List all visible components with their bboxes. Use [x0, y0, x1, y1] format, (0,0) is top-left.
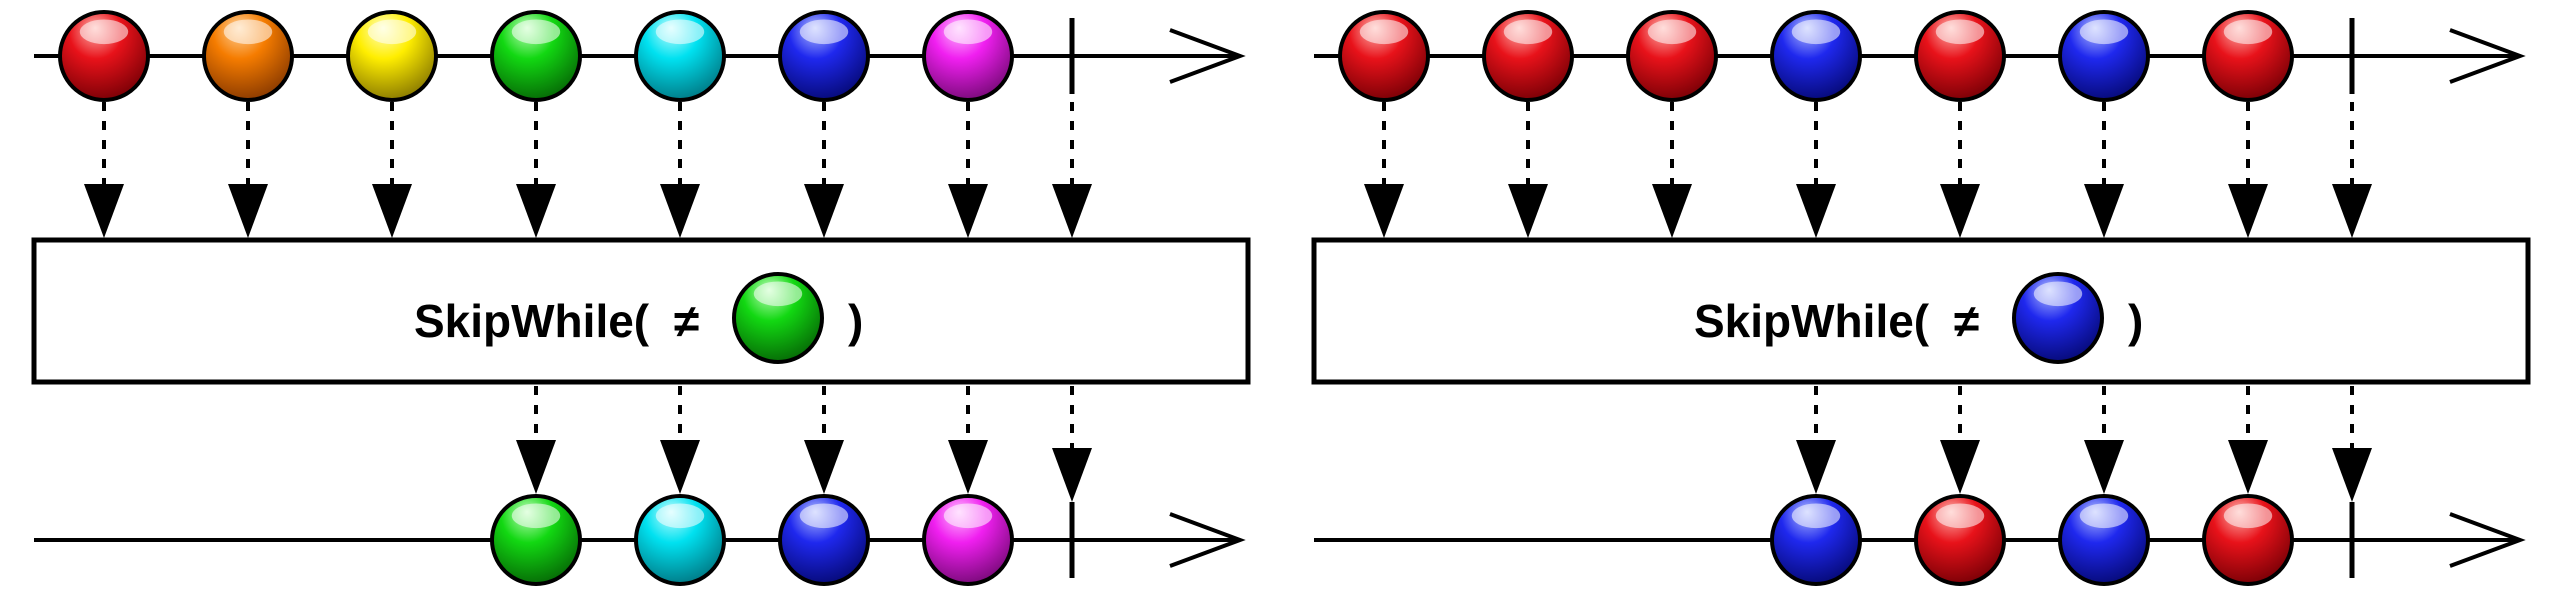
output-arrows — [1796, 386, 2372, 502]
not-equal-symbol: ≠ — [1954, 295, 1979, 347]
output-arrow — [2228, 386, 2268, 494]
output-arrow — [804, 386, 844, 494]
input-arrow — [1364, 102, 1404, 238]
red-marble — [2202, 10, 2294, 102]
output-arrow — [948, 386, 988, 494]
input-arrow — [1796, 102, 1836, 238]
yellow-marble — [346, 10, 438, 102]
input-arrow — [84, 102, 124, 238]
result-timeline-arrowhead — [2449, 512, 2526, 568]
operator-marble — [2012, 272, 2104, 364]
input-arrow — [1508, 102, 1548, 238]
input-arrow — [516, 102, 556, 238]
operator-label: SkipWhile( — [1694, 295, 1930, 347]
output-arrow — [516, 386, 556, 494]
input-arrow — [948, 102, 988, 238]
completion-arrow — [1052, 386, 1092, 502]
operator-box — [1311, 237, 2531, 385]
orange-marble — [202, 10, 294, 102]
input-arrow — [372, 102, 412, 238]
output-arrows — [516, 386, 1092, 502]
source-timeline-arrowhead — [1169, 28, 1246, 84]
red-marble — [1914, 10, 2006, 102]
red-marble — [2202, 494, 2294, 586]
operator-box — [31, 237, 1251, 385]
output-arrow — [1796, 386, 1836, 494]
green-marble — [732, 272, 824, 364]
input-arrow — [228, 102, 268, 238]
cyan-marble — [634, 494, 726, 586]
blue-marble — [778, 494, 870, 586]
blue-marble — [2058, 494, 2150, 586]
input-arrow — [660, 102, 700, 238]
output-arrow — [660, 386, 700, 494]
red-marble — [1338, 10, 1430, 102]
operator-close-paren: ) — [2128, 295, 2143, 347]
source-timeline-arrowhead — [2449, 28, 2526, 84]
skipwhile-panel-green: SkipWhile( ≠ ) — [31, 10, 1251, 586]
source-marbles — [58, 10, 1014, 102]
red-marble — [1626, 10, 1718, 102]
operator-label: SkipWhile( — [414, 295, 650, 347]
input-arrows — [84, 102, 1092, 238]
red-marble — [1914, 494, 2006, 586]
magenta-marble — [922, 10, 1014, 102]
magenta-marble — [922, 494, 1014, 586]
blue-marble — [1770, 494, 1862, 586]
operator-close-paren: ) — [848, 295, 863, 347]
green-marble — [490, 494, 582, 586]
input-arrows — [1364, 102, 2372, 238]
red-marble — [58, 10, 150, 102]
output-arrow — [2084, 386, 2124, 494]
result-marbles — [490, 494, 1014, 586]
cyan-marble — [634, 10, 726, 102]
completion-arrow — [2332, 386, 2372, 502]
not-equal-symbol: ≠ — [674, 295, 699, 347]
input-arrow — [2084, 102, 2124, 238]
input-arrow — [1652, 102, 1692, 238]
input-arrow — [2228, 102, 2268, 238]
blue-marble — [2058, 10, 2150, 102]
input-arrow — [1940, 102, 1980, 238]
skipwhile-panel-blue: SkipWhile( ≠ ) — [1311, 10, 2531, 586]
operator-marble — [732, 272, 824, 364]
output-arrow — [1940, 386, 1980, 494]
result-timeline-arrowhead — [1169, 512, 1246, 568]
source-marbles — [1338, 10, 2294, 102]
input-arrow — [804, 102, 844, 238]
result-marbles — [1770, 494, 2294, 586]
completion-arrow — [2332, 102, 2372, 238]
blue-marble — [1770, 10, 1862, 102]
red-marble — [1482, 10, 1574, 102]
blue-marble — [778, 10, 870, 102]
green-marble — [490, 10, 582, 102]
completion-arrow — [1052, 102, 1092, 238]
blue-marble — [2012, 272, 2104, 364]
